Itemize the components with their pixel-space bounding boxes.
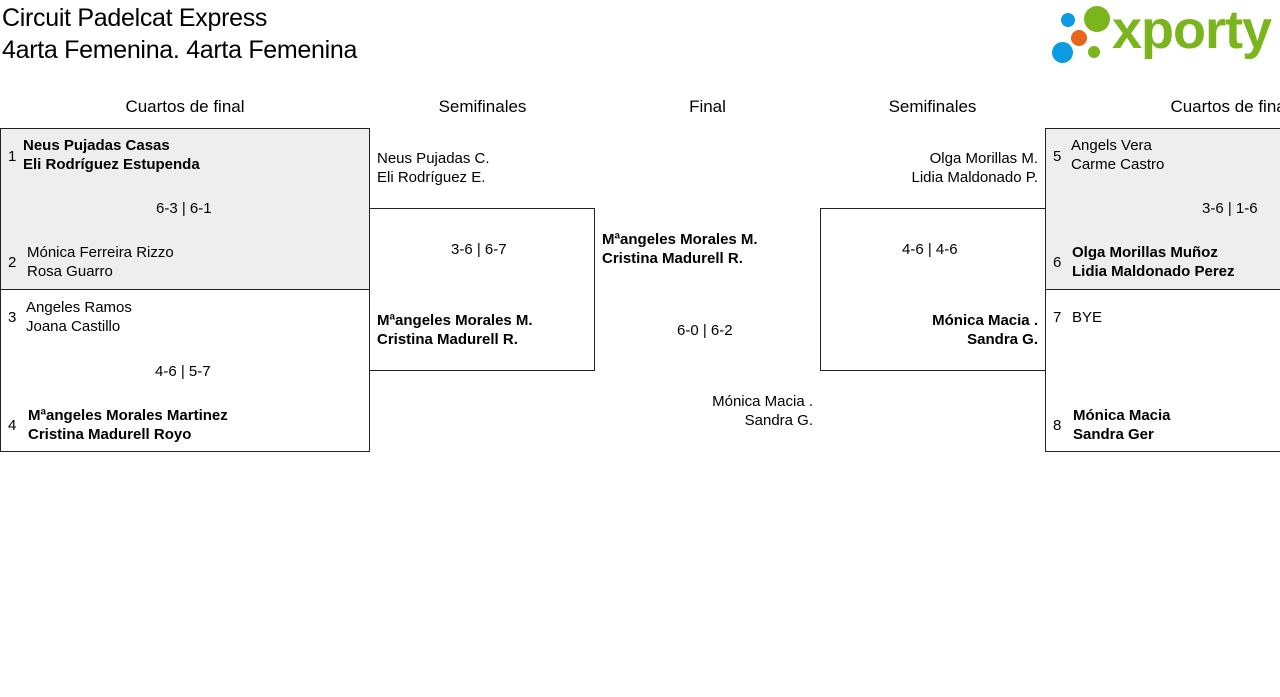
right-quarter-match-1[interactable]: 5 Angels Vera Carme Castro 3-6 | 1-6 6 O…: [1045, 128, 1280, 290]
circuit-title: Circuit Padelcat Express: [2, 4, 268, 32]
player-name: Carme Castro: [1071, 156, 1165, 173]
player-name: Joana Castillo: [26, 318, 121, 335]
team-names: Olga Morillas Muñoz Lidia Maldonado Pere…: [1072, 243, 1235, 281]
player-name: Neus Pujadas C.: [377, 150, 490, 167]
seed-number: 4: [8, 417, 17, 434]
round-title-final: Final: [689, 97, 726, 116]
player-name: Mónica Macia .: [932, 312, 1038, 329]
left-quarter-match-2[interactable]: 3 Angeles Ramos Joana Castillo 4-6 | 5-7…: [0, 289, 370, 452]
seed-number: 7: [1053, 309, 1062, 326]
left-semi-match[interactable]: 3-6 | 6-7 Mªangeles Morales M. Cristina …: [369, 208, 595, 371]
player-name: Sandra Ger: [1073, 426, 1154, 443]
left-semi-top-team: Neus Pujadas C. Eli Rodríguez E.: [377, 149, 490, 187]
player-name: Cristina Madurell R.: [377, 331, 518, 348]
match-score: 3-6 | 6-7: [451, 241, 507, 258]
player-name: BYE: [1072, 309, 1103, 326]
player-name: Eli Rodríguez Estupenda: [23, 156, 200, 173]
player-name: Neus Pujadas Casas: [23, 137, 170, 154]
player-name: Cristina Madurell R.: [602, 250, 743, 267]
seed-number: 3: [8, 309, 17, 326]
player-name: Olga Morillas M.: [929, 150, 1038, 167]
player-name: Mªangeles Morales Martinez: [28, 407, 228, 424]
logo-wordmark: xporty: [1112, 0, 1272, 60]
final-top-team: Mªangeles Morales M. Cristina Madurell R…: [602, 230, 758, 268]
round-title-left-semis: Semifinales: [438, 97, 527, 116]
category-title: 4arta Femenina. 4arta Femenina: [2, 36, 358, 64]
right-semi-top-team: Olga Morillas M. Lidia Maldonado P.: [840, 149, 1039, 187]
player-name: Mónica Ferreira Rizzo: [27, 244, 174, 261]
team-names: Mónica Ferreira Rizzo Rosa Guarro: [27, 243, 174, 281]
left-semi-bottom-team: Mªangeles Morales M. Cristina Madurell R…: [377, 311, 533, 349]
player-name: Sandra G.: [967, 331, 1038, 348]
seed-number: 2: [8, 254, 17, 271]
player-name: Angels Vera: [1071, 137, 1152, 154]
player-name: Mªangeles Morales M.: [602, 231, 758, 248]
player-name: Cristina Madurell Royo: [28, 426, 192, 443]
match-score: 6-3 | 6-1: [156, 200, 212, 217]
team-names: Angels Vera Carme Castro: [1071, 136, 1164, 174]
player-name: Mªangeles Morales M.: [377, 312, 533, 329]
right-semi-match[interactable]: 4-6 | 4-6 Mónica Macia . Sandra G.: [820, 208, 1046, 371]
left-quarter-match-1[interactable]: 1 Neus Pujadas Casas Eli Rodríguez Estup…: [0, 128, 370, 290]
logo-dot-orange-icon: [1071, 30, 1087, 46]
player-name: Olga Morillas Muñoz: [1072, 244, 1218, 261]
player-name: Lidia Maldonado Perez: [1072, 263, 1235, 280]
round-title-right-quarters: Cuartos de final: [1170, 97, 1280, 116]
seed-number: 8: [1053, 417, 1062, 434]
match-score: 4-6 | 5-7: [155, 363, 211, 380]
right-quarter-match-2[interactable]: 7 BYE 8 Mónica Macia Sandra Ger: [1045, 289, 1280, 452]
player-name: Angeles Ramos: [26, 299, 132, 316]
team-names: Angeles Ramos Joana Castillo: [26, 298, 132, 336]
team-names: Mªangeles Morales Martinez Cristina Madu…: [28, 406, 228, 444]
seed-number: 5: [1053, 148, 1062, 165]
xporty-logo[interactable]: xporty: [1050, 0, 1280, 68]
seed-number: 1: [8, 148, 17, 165]
seed-number: 6: [1053, 254, 1062, 271]
match-score: 4-6 | 4-6: [902, 241, 958, 258]
team-names: BYE: [1072, 308, 1102, 327]
final-score: 6-0 | 6-2: [677, 322, 733, 339]
team-names: Mónica Macia Sandra Ger: [1073, 406, 1171, 444]
logo-dot-green-small-icon: [1088, 46, 1100, 58]
logo-dot-blue-large-icon: [1052, 42, 1073, 63]
player-name: Sandra G.: [744, 412, 813, 429]
logo-dot-blue-small-icon: [1061, 13, 1075, 27]
final-bottom-team: Mónica Macia . Sandra G.: [640, 392, 813, 430]
player-name: Mónica Macia .: [712, 393, 813, 410]
round-title-left-quarters: Cuartos de final: [125, 97, 245, 116]
player-name: Rosa Guarro: [27, 263, 113, 280]
team-names: Neus Pujadas Casas Eli Rodríguez Estupen…: [23, 136, 200, 174]
player-name: Mónica Macia: [1073, 407, 1171, 424]
player-name: Eli Rodríguez E.: [377, 169, 486, 186]
right-semi-bottom-team: Mónica Macia . Sandra G.: [831, 311, 1038, 349]
logo-dot-green-icon: [1084, 6, 1110, 32]
player-name: Lidia Maldonado P.: [911, 169, 1039, 186]
round-title-right-semis: Semifinales: [888, 97, 977, 116]
match-score: 3-6 | 1-6: [1202, 200, 1258, 217]
